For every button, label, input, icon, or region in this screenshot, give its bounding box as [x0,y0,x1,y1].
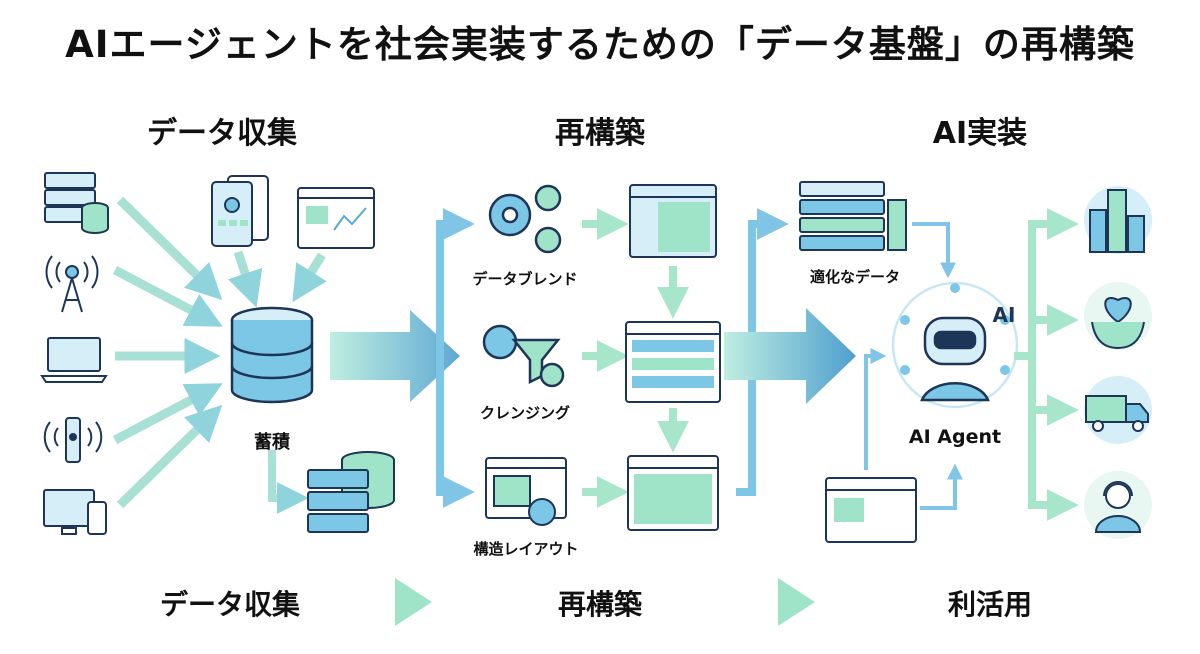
section-head-rebuild: 再構築 [555,116,645,151]
support-operator-icon [1084,471,1152,539]
server-icon [44,172,109,234]
ai-badge: AI [992,303,1016,327]
output-branch [1014,208,1079,521]
network-dots [900,283,1010,375]
rebuild-arrows [582,208,689,508]
footer-step-arrow-1 [395,578,432,626]
data-stack-icon [799,181,907,251]
footer-step-utilize: 利活用 [947,588,1032,621]
truck-icon [1084,376,1152,444]
page-title: AIエージェントを社会実装するための「データ基盤」の再構築 [65,23,1135,66]
label-ai-agent: AI Agent [908,426,1002,448]
footer-step-rebuild: 再構築 [557,588,642,621]
rebuild-branch [436,208,475,508]
label-suitable-data: 適化なデータ [809,268,900,286]
section-head-collect: データ収集 [147,116,297,151]
gear-icon [488,184,562,254]
sensor-icon [43,417,103,463]
healthcare-icon [1084,282,1152,350]
footer-step-arrow-2 [778,578,815,626]
desktop-icon [43,489,107,535]
label-accumulate: 蓄積 [254,432,290,453]
antenna-icon [45,255,99,313]
label-data-blend: データブレンド [472,270,578,288]
table-icon-middle [625,321,721,403]
tablet-icon [211,175,269,247]
table-icon-bottom [627,455,719,531]
big-arrow-2 [724,308,856,404]
city-icon [1084,186,1152,254]
section-head-ai: AI実装 [932,116,1028,151]
layout-icon [485,457,567,526]
agent-input-lines [864,348,963,510]
collect-arrows [112,196,327,509]
storage-server-icon [307,451,395,533]
ai-agent-icon [891,281,1019,409]
laptop-icon [40,337,108,383]
footer-step-collect: データ収集 [159,588,300,621]
funnel-icon [482,324,565,388]
browser-window-icon [825,477,917,543]
label-structure-layout: 構造レイアウト [473,540,579,558]
table-icon-top [629,184,717,258]
big-arrow-1 [330,310,460,402]
browser-chart-icon [297,187,375,249]
label-cleansing: クレンジング [479,404,570,422]
database-icon [230,306,314,404]
